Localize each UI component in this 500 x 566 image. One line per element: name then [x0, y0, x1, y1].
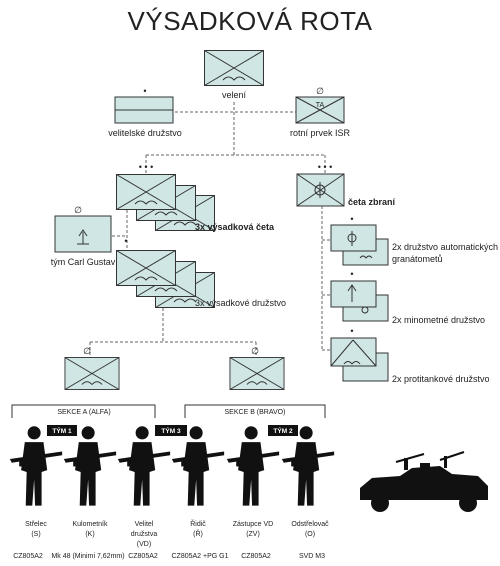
- soldier-weapon: CZ805A2 +PG G1: [171, 553, 228, 560]
- section-b-label: SEKCE B (BRAVO): [225, 409, 286, 416]
- team-tag-3: TÝM 3: [155, 425, 187, 436]
- soldier-abbr: (Ř): [193, 529, 203, 538]
- vehicle-silhouette: [360, 451, 488, 512]
- soldier-zastupce-vd: Zástupce VD (ZV) CZ805A2: [226, 426, 280, 560]
- soldier-role: Zástupce VD: [233, 521, 273, 528]
- team-tag-1: TÝM 1: [47, 425, 77, 436]
- soldier-weapon: CZ805A2: [241, 553, 271, 560]
- node-tym-carl-gustav-label: tým Carl Gustav: [51, 257, 116, 267]
- soldier-kulometnik: Kulometník (K) Mk 48 (Minimi 7,62mm): [51, 426, 125, 560]
- dot-marker: •: [143, 86, 146, 96]
- node-protitankove-label: 2x protitankové družstvo: [392, 374, 490, 384]
- node-vysadkova-ceta: • • • 3x výsadková četa: [116, 162, 275, 232]
- section-a-label: SEKCE A (ALFA): [57, 409, 110, 416]
- dot-marker: •: [350, 326, 353, 336]
- node-rotni-prvek-isr-label: rotní prvek ISR: [290, 128, 351, 138]
- node-minomety: • 2x minometné družstvo: [330, 269, 485, 325]
- soldier-weapon: Mk 48 (Minimi 7,62mm): [51, 553, 124, 560]
- soldier-abbr: (ZV): [246, 531, 260, 538]
- node-vysadkova-ceta-label: 3x výsadková četa: [195, 222, 275, 232]
- node-granatomety: • 2x družstvo automatických granátometů: [330, 214, 498, 266]
- node-velitelske-druzstvo: • velitelské družstvo: [108, 86, 182, 138]
- soldier-role: Kulometník: [72, 521, 108, 528]
- soldier-abbr: (K): [85, 531, 94, 538]
- soldier-abbr: družstva: [131, 531, 158, 538]
- node-granatomety-label-1: 2x družstvo automatických: [392, 242, 498, 252]
- node-ceta-zbrani-label: četa zbraní: [348, 197, 396, 207]
- dots-marker: • • •: [318, 162, 332, 172]
- page-title: VÝSADKOVÁ ROTA: [128, 6, 373, 36]
- node-sekce-b: ∅: [229, 346, 285, 390]
- soldier-weapon: CZ805A2: [13, 553, 43, 560]
- node-granatomety-label-2: granátometů: [392, 254, 443, 264]
- team-tag-1-label: TÝM 1: [52, 426, 72, 435]
- section-a-bracket: SEKCE A (ALFA): [11, 404, 156, 418]
- soldier-role: Velitel: [135, 521, 154, 528]
- section-b-bracket: SEKCE B (BRAVO): [184, 404, 326, 418]
- dot-marker: •: [124, 236, 127, 246]
- soldier-weapon: CZ805A2: [128, 553, 158, 560]
- node-rotni-prvek-isr: ∅ TA rotní prvek ISR: [290, 86, 351, 138]
- node-veleni-label: velení: [222, 90, 247, 100]
- soldier-velitel-druzstva: Velitel družstva (VD) CZ805A2: [117, 426, 171, 560]
- null-marker: ∅: [83, 346, 91, 356]
- soldier-role: Řidič: [190, 519, 206, 528]
- team-tag-2-label: TÝM 2: [273, 426, 293, 435]
- soldier-role: Odstřelovač: [291, 521, 329, 528]
- null-marker: ∅: [251, 346, 259, 356]
- node-ceta-zbrani: • • • četa zbraní: [296, 162, 396, 207]
- node-protitankove: • 2x protitankové družstvo: [330, 326, 490, 384]
- soldier-strelec: Střelec (S) CZ805A2: [9, 426, 63, 560]
- team-tag-2: TÝM 2: [268, 425, 298, 436]
- soldier-weapon: SVD M3: [299, 553, 325, 560]
- soldier-ridic: Řidič (Ř) CZ805A2 +PG G1: [171, 426, 229, 560]
- soldier-abbr: (O): [305, 531, 315, 538]
- dot-marker: •: [350, 214, 353, 224]
- node-tym-carl-gustav: ∅ tým Carl Gustav: [51, 205, 116, 267]
- node-sekce-a: ∅: [64, 346, 120, 390]
- node-veleni: velení: [204, 50, 264, 100]
- node-vysadkove-druzstvo-label: 3x výsadkové družstvo: [195, 298, 286, 308]
- soldier-extra: (VD): [137, 541, 151, 548]
- soldier-role: Střelec: [25, 521, 47, 528]
- node-minomety-label: 2x minometné družstvo: [392, 315, 485, 325]
- soldier-odstrelovac: Odstřelovač (O) SVD M3: [281, 426, 335, 560]
- soldier-abbr: (S): [31, 531, 40, 538]
- dots-marker: • • •: [139, 162, 153, 172]
- null-marker: ∅: [74, 205, 82, 215]
- node-vysadkove-druzstvo: • 3x výsadkové družstvo: [116, 236, 286, 308]
- isr-code: TA: [316, 102, 325, 109]
- node-velitelske-druzstvo-label: velitelské družstvo: [108, 128, 182, 138]
- null-marker: ∅: [316, 86, 324, 96]
- team-tag-3-label: TÝM 3: [161, 426, 181, 435]
- dot-marker: •: [350, 269, 353, 279]
